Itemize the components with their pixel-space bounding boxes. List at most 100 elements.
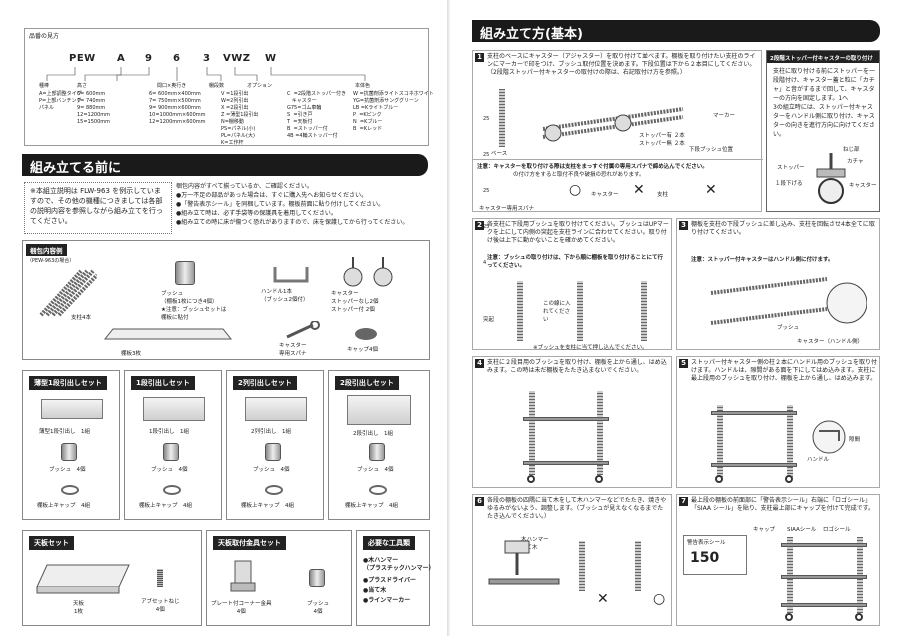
poles-with-casters-diagram — [542, 107, 684, 142]
cap-caption: キャップ4個 — [347, 347, 378, 353]
drawer-icon — [41, 399, 103, 419]
cap-caption: 棚板上キャップ 4組 — [345, 503, 398, 509]
part-number-title: 品番の見方 — [29, 33, 60, 40]
handle-label: ハンドル — [807, 457, 830, 463]
label-option: オプション — [247, 83, 273, 89]
scale-mark: 25 — [483, 188, 490, 194]
bush-caption: ブッシュ （棚板1枚につき4個） — [161, 291, 218, 305]
siaa-label: SIAAシール — [787, 527, 817, 533]
tool-item: ●木ハンマー （プラスチックハンマー） — [363, 557, 435, 572]
step-5: 5 ストッパー付キャスター側の柱２本にハンドル用のブッシュを取り付けます。ハンド… — [676, 356, 880, 488]
label-height: 高さ — [77, 83, 88, 89]
code-connector-lines — [46, 67, 366, 81]
step-6: 6 各段の棚板の四隅に当て木をして木ハンマーなどでたたき、焼きやゆるみがないよう… — [472, 494, 672, 626]
code-seg-1: PEW — [69, 53, 96, 64]
caster-wheel-icon — [785, 475, 793, 483]
step-number: 2 — [475, 221, 484, 230]
drawer-caption: 2段引出し 1組 — [353, 431, 393, 437]
bush-caption: ブッシュ 4個 — [307, 601, 330, 615]
shelf-diagram — [711, 411, 797, 415]
color-values: W =抗菌剤添ライトスコネホワイト YG=抗菌剤添サンググリーン LB =Kライ… — [353, 91, 434, 132]
shelf-diagram — [781, 543, 867, 547]
pole-diagram — [577, 281, 583, 341]
poles-illustration — [39, 269, 97, 317]
drawer-icon — [143, 397, 205, 421]
caster-caution: 注意：キャスターを取り付ける際は支柱をまっすぐ付属の専用スパナで締め込んでくださ… — [473, 159, 763, 213]
tools-box: 必要な工具類 ●木ハンマー （プラスチックハンマー） ●プラスドライバー ●当て… — [356, 530, 435, 626]
precaution-item: ●組み立ての時に床が傷つく恐れがありますので、床を保護してから行ってください。 — [176, 219, 409, 226]
shelf-diagram — [781, 575, 867, 579]
drawer-icon — [347, 395, 411, 425]
step-number: 6 — [475, 497, 484, 506]
bush-icon — [163, 443, 179, 461]
pole-diagram — [717, 405, 723, 477]
caster-label: キャスター — [849, 183, 877, 189]
tool-item: ●ラインマーカー — [363, 597, 411, 604]
scale-mark: 4 — [483, 260, 487, 266]
shelf-diagram — [781, 603, 867, 607]
caution-text: 注意：キャスターを取り付ける際は支柱をまっすぐ付属の専用スパナで締め込んでくださ… — [477, 164, 708, 170]
top-board-caption: 天板 1枚 — [73, 601, 85, 615]
caster-caption: キャスター ストッパーなし2個 ストッパー付 2個 — [331, 291, 379, 313]
load-value: 150 — [690, 550, 720, 566]
part-number-guide: 品番の見方 PEW A 9 6 3 VWZ W 種棒 高さ 間口×奥行き 棚段数… — [24, 28, 434, 146]
code-seg-4: 6 — [173, 53, 181, 64]
drawer-set-title: 1段引出しセット — [131, 376, 195, 390]
package-contents-panel: 梱包内容例 （PEW-963の場合） 支柱4本 ブッシュ （棚板1枚につき4個）… — [22, 240, 430, 360]
pole-diagram — [499, 89, 505, 147]
caster-wheel-icon — [527, 475, 535, 483]
top-hardware-set: 天板取付金具セット プレート付コーナー金具 4個 ブッシュ 4個 — [206, 530, 352, 626]
option-values-a: V =1段引出 W=2列引出 X =2段引出 Z =薄型1段引出 N=棚移動 P… — [221, 91, 259, 146]
top-board-set-title: 天板セット — [29, 536, 74, 550]
cap-caption: 棚板上キャップ 4組 — [241, 503, 294, 509]
corner-bracket-icon — [230, 560, 256, 592]
before-assembly-banner: 組み立てる前に — [22, 154, 428, 176]
size-values: 6= 600mm×400mm 7= 750mm×500mm 9= 900mm×6… — [149, 91, 206, 125]
bush-note: ※ブッシュを支柱に当て押し込んでください。 — [533, 345, 648, 351]
bush-label: ブッシュ — [777, 325, 800, 331]
step-text: ストッパー付キャスター側の柱２本にハンドル用のブッシュを取り付けます。ハンドルは… — [691, 359, 878, 382]
left-page: 品番の見方 PEW A 9 6 3 VWZ W 種棒 高さ 間口×奥行き 棚段数… — [22, 28, 435, 626]
code-seg-2: A — [117, 53, 126, 64]
bush-caption: ブッシュ 4個 — [49, 467, 86, 473]
correct-mark-icon: ○ — [569, 182, 582, 198]
package-contents-title: 梱包内容例 — [26, 244, 67, 256]
caster-wheel-icon — [785, 613, 793, 621]
cap-ring-icon — [369, 485, 387, 495]
tool-item: ●プラスドライバー — [363, 577, 416, 584]
bush-icon — [175, 261, 195, 285]
step-7: 7 最上段の棚板の前面部に「警告表示シール」右端に「ロゴシール」「SIAA シー… — [676, 494, 880, 626]
step-2: 2 各支柱に下段用ブッシュを取り付けてください。ブッシュはUPマークを上にして内… — [472, 218, 672, 351]
cap-caption: 棚板上キャップ 4組 — [139, 503, 192, 509]
pole-diagram — [787, 405, 793, 477]
top-board-set: 天板セット 天板 1枚 アブセットねじ 4個 — [22, 530, 202, 626]
label-tiers: 棚段数 — [209, 83, 225, 89]
protrusion-label: 突起 — [483, 317, 495, 323]
step-number: 3 — [679, 221, 688, 230]
line-label: この線に入れてください — [543, 301, 571, 323]
bush-note: ★注意：ブッシュセットは 棚板に貼付 — [161, 307, 227, 321]
pole-label: 支柱 — [657, 192, 669, 198]
top-board-icon — [36, 564, 130, 594]
caution-text-b: の付け方をすると取付不良や破損の恐れがあります。 — [513, 172, 645, 178]
step-down-label: １段下げる — [775, 181, 803, 187]
step-3: 3 棚板を支柱の下段ブッシュに差し込み、支柱を回転させ4本全てに取り付けてくださ… — [676, 218, 880, 350]
handle-side-caster-label: キャスター（ハンドル側） — [797, 339, 864, 345]
label-size: 間口×奥行き — [157, 83, 187, 89]
shelf-diagram — [711, 463, 797, 467]
shelf-diagram — [523, 461, 609, 465]
drawer-set-single: 1段引出しセット 1段引出し 1組 ブッシュ 4個 棚板上キャップ 4組 — [124, 370, 222, 520]
bush-position-label: 下段ブッシュ位置 — [689, 147, 734, 153]
bush-icon — [61, 443, 77, 461]
pole-diagram — [529, 391, 535, 475]
cap-ring-icon — [265, 485, 283, 495]
correct-mark-icon: ○ — [653, 591, 666, 607]
shelf-insert-diagram — [710, 277, 867, 325]
bush-caption: ブッシュ 4個 — [357, 467, 394, 473]
nut-label: ねじ部 — [843, 147, 860, 153]
spanner-icon — [286, 321, 320, 339]
pole-diagram — [597, 391, 603, 475]
handle-caption: ハンドル1本 （ブッシュ2個付） — [261, 289, 309, 303]
shelf-diagram — [523, 417, 609, 421]
caution-text: 注意：ストッパー付キャスターはハンドル側に付けます。 — [691, 257, 834, 263]
